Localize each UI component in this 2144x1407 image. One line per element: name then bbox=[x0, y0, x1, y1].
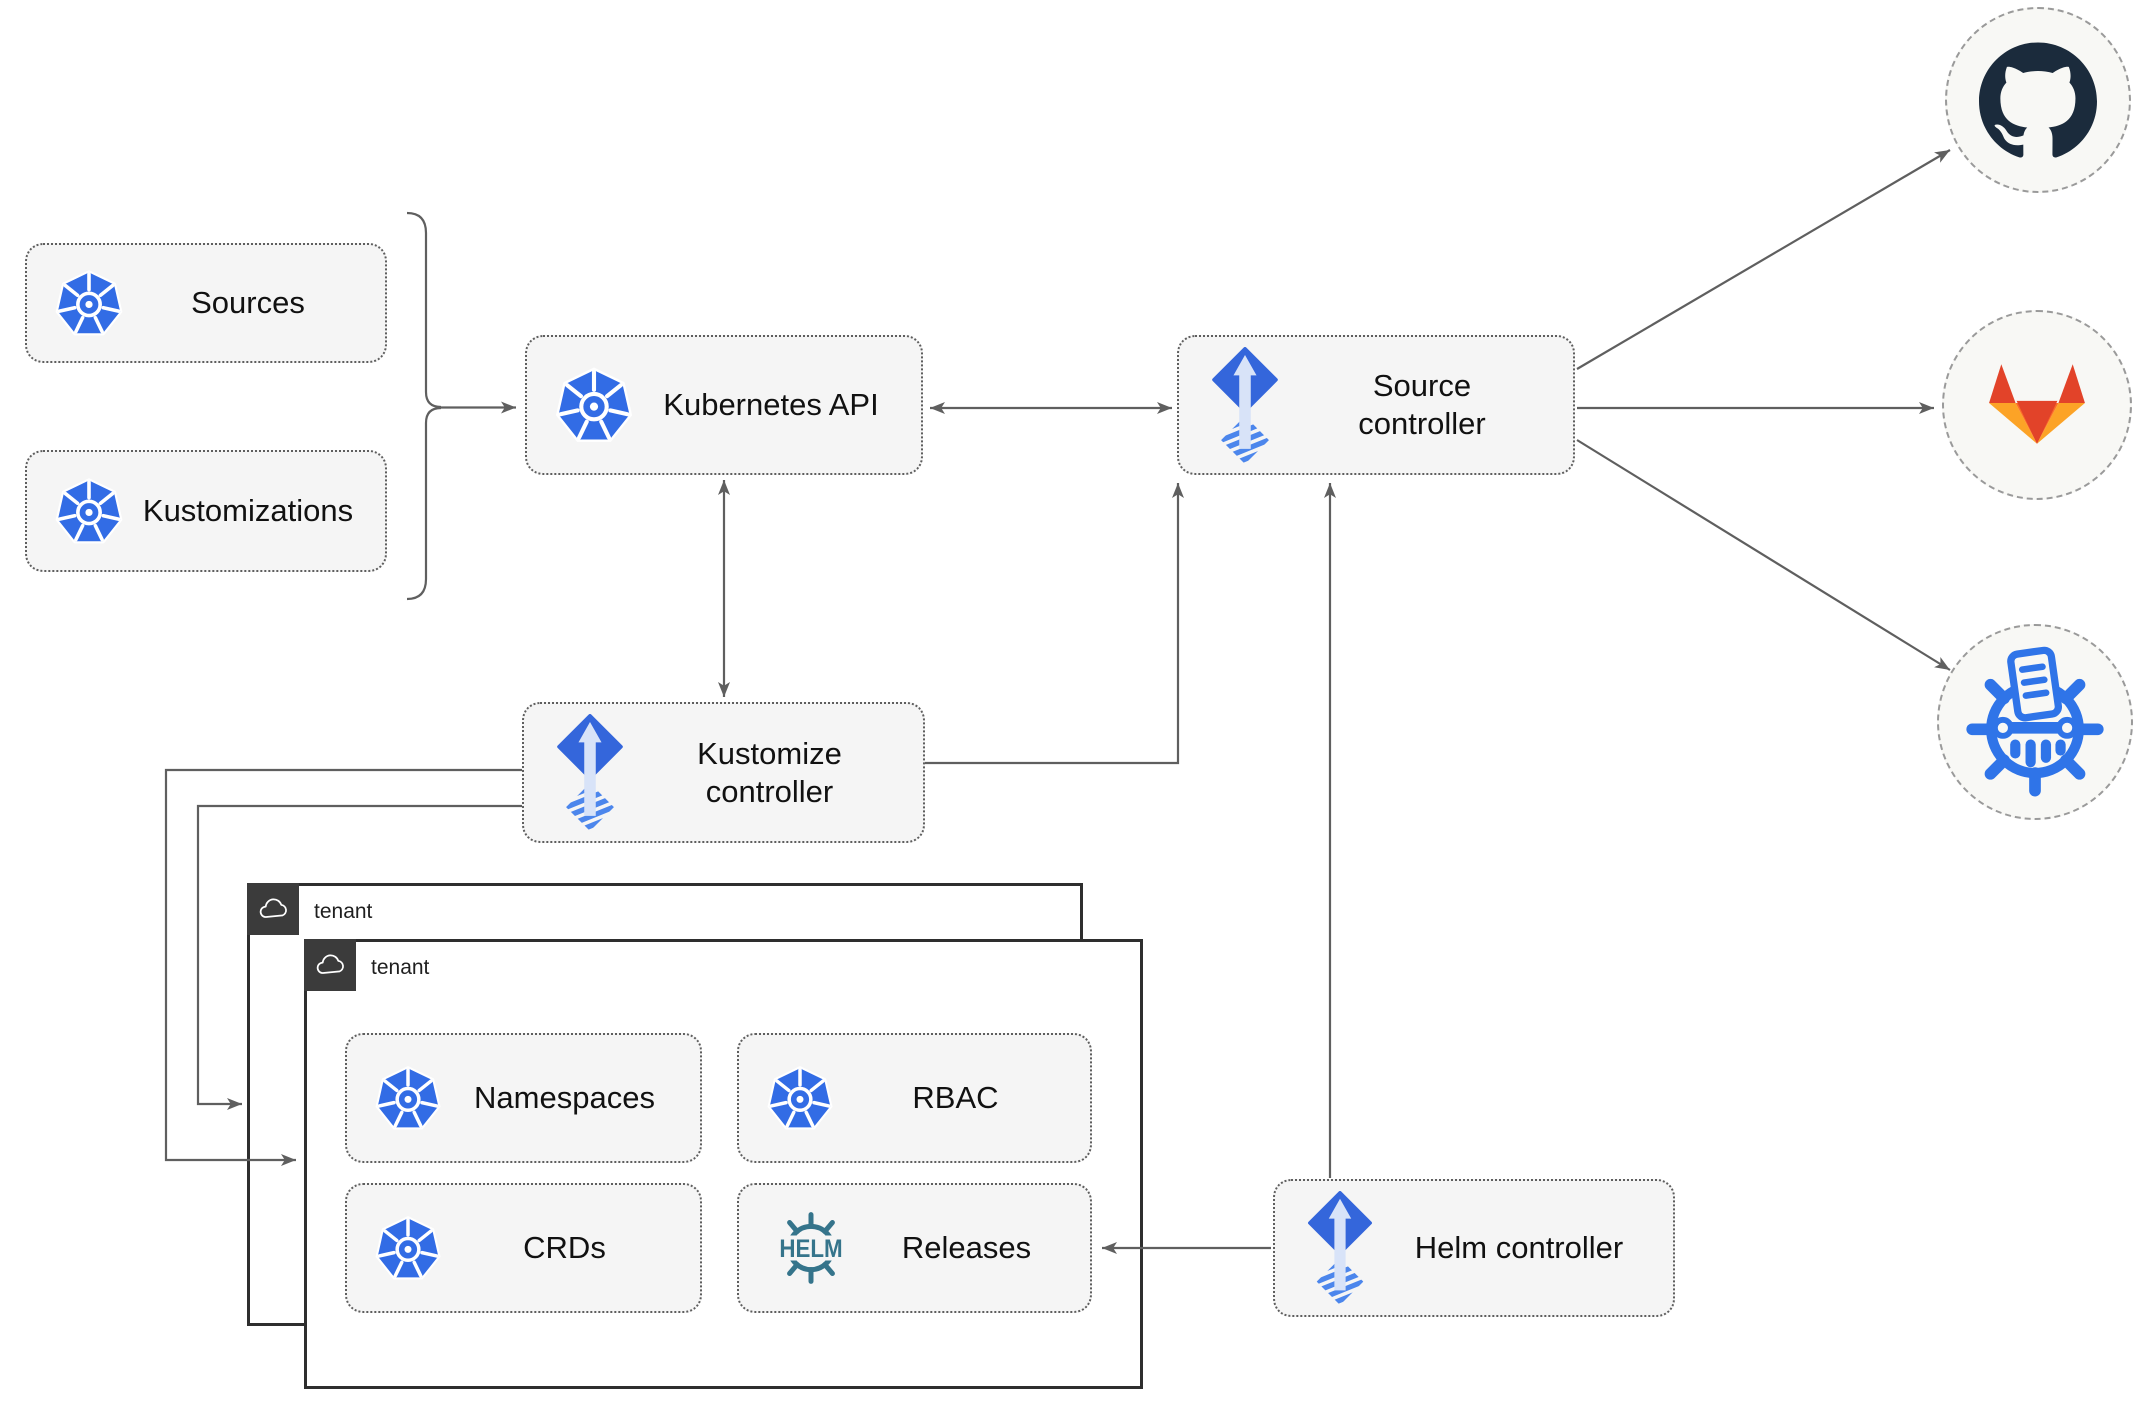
node-helm-controller[interactable]: Helm controller bbox=[1273, 1179, 1675, 1317]
node-kustomize-controller[interactable]: Kustomize controller bbox=[522, 702, 925, 843]
node-label: Sources bbox=[191, 285, 305, 321]
provider-gitlab[interactable] bbox=[1942, 310, 2132, 500]
tenant-label: tenant bbox=[371, 956, 430, 979]
edge-kustomize-source bbox=[925, 483, 1184, 765]
github-octocat-icon bbox=[1979, 41, 2097, 159]
tenant-badge bbox=[247, 883, 299, 935]
node-label: Namespaces bbox=[474, 1080, 655, 1116]
edge-source-registry bbox=[1576, 439, 1951, 671]
provider-github[interactable] bbox=[1945, 7, 2131, 193]
node-sources[interactable]: Sources bbox=[25, 243, 387, 363]
kubernetes-icon bbox=[373, 1063, 443, 1133]
node-releases[interactable]: HELM Releases bbox=[737, 1183, 1092, 1313]
flux-icon bbox=[1205, 347, 1285, 464]
cloud-icon bbox=[257, 897, 289, 921]
flux-icon bbox=[1301, 1191, 1379, 1305]
edge-brace bbox=[406, 211, 442, 409]
kustomize-wheel-document-icon bbox=[1962, 646, 2108, 798]
edge-brace bbox=[406, 406, 442, 601]
node-source-controller[interactable]: Source controller bbox=[1177, 335, 1575, 475]
node-kubernetes-api[interactable]: Kubernetes API bbox=[525, 335, 923, 475]
kubernetes-icon bbox=[765, 1063, 835, 1133]
tenant-label: tenant bbox=[314, 900, 373, 923]
node-crds[interactable]: CRDs bbox=[345, 1183, 702, 1313]
kubernetes-icon bbox=[53, 475, 125, 547]
node-label: CRDs bbox=[523, 1230, 606, 1266]
helm-icon: HELM bbox=[775, 1212, 847, 1284]
node-label: Kustomizations bbox=[142, 493, 354, 529]
tenant-box-front: tenant bbox=[304, 939, 1143, 1389]
helm-logo-text: HELM bbox=[779, 1235, 842, 1263]
node-label: Releases bbox=[901, 1230, 1032, 1266]
cloud-icon bbox=[314, 953, 346, 977]
node-label: Source controller bbox=[1358, 368, 1486, 441]
flux-icon bbox=[550, 714, 630, 831]
node-label: Kubernetes API bbox=[663, 387, 879, 423]
tenant-badge bbox=[304, 939, 356, 991]
provider-oci-registry[interactable] bbox=[1937, 624, 2133, 820]
node-label: Kustomize controller bbox=[697, 735, 842, 809]
gitlab-tanuki-icon bbox=[1986, 362, 2088, 448]
node-kustomizations[interactable]: Kustomizations bbox=[25, 450, 387, 572]
node-label: Helm controller bbox=[1414, 1230, 1624, 1266]
edge-source-github bbox=[1576, 149, 1951, 370]
kubernetes-icon bbox=[53, 267, 125, 339]
kubernetes-icon bbox=[553, 364, 635, 446]
node-rbac[interactable]: RBAC bbox=[737, 1033, 1092, 1163]
node-label: RBAC bbox=[912, 1080, 999, 1116]
node-namespaces[interactable]: Namespaces bbox=[345, 1033, 702, 1163]
kubernetes-icon bbox=[373, 1213, 443, 1283]
